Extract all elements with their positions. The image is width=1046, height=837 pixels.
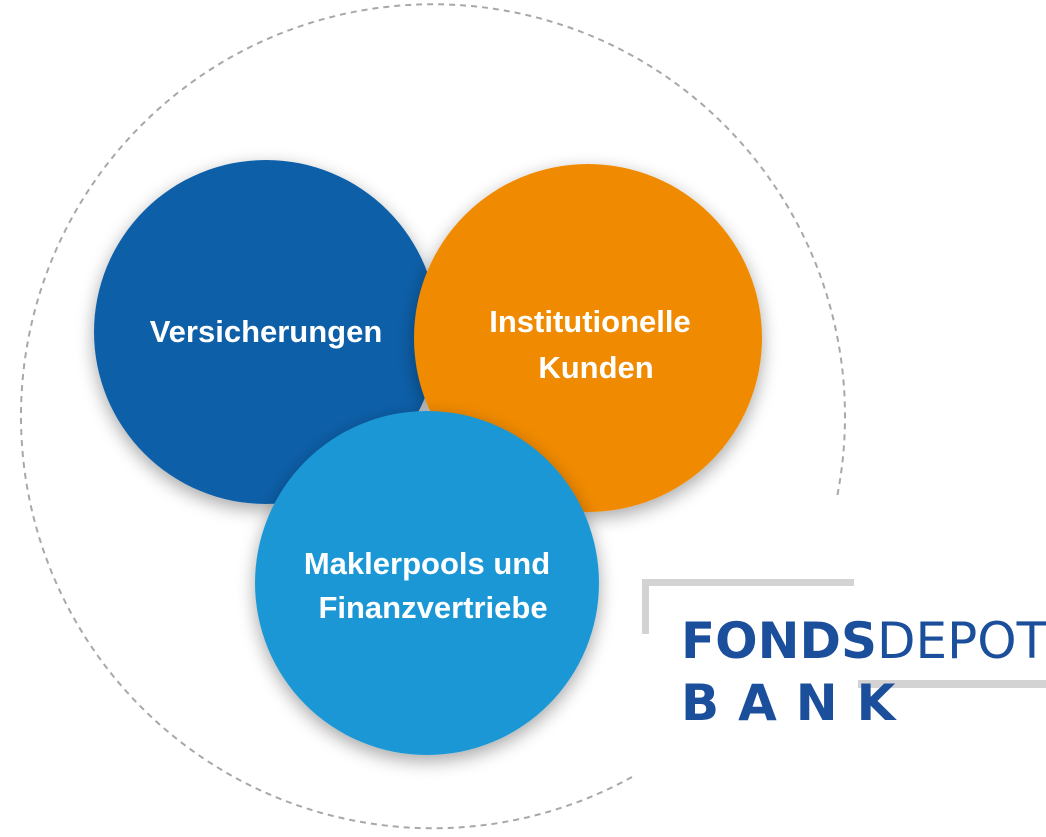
label-maklerpools-und: Maklerpools und: [304, 546, 550, 581]
logo-bar-left: [642, 579, 649, 634]
logo-depot: DEPOT: [877, 612, 1046, 670]
circle-institutionelle-kunden: [414, 164, 762, 512]
label-kunden: Kunden: [538, 350, 653, 385]
logo-bar-bottom: [858, 680, 1046, 688]
logo-bank: BANK: [681, 674, 914, 732]
fondsdepot-bank-logo: FONDSDEPOT BANK: [642, 579, 1046, 732]
label-versicherungen: Versicherungen: [150, 314, 383, 349]
logo-fonds: FONDS: [681, 612, 877, 670]
label-finanzvertriebe: Finanzvertriebe: [318, 590, 547, 625]
circle-maklerpools: [255, 411, 599, 755]
label-institutionelle: Institutionelle: [489, 304, 691, 339]
dashed-ring: [20, 3, 846, 830]
logo-line-fondsdepot: FONDSDEPOT: [681, 612, 1046, 670]
circle-versicherungen: [94, 160, 438, 504]
logo-bar-top: [642, 579, 854, 586]
